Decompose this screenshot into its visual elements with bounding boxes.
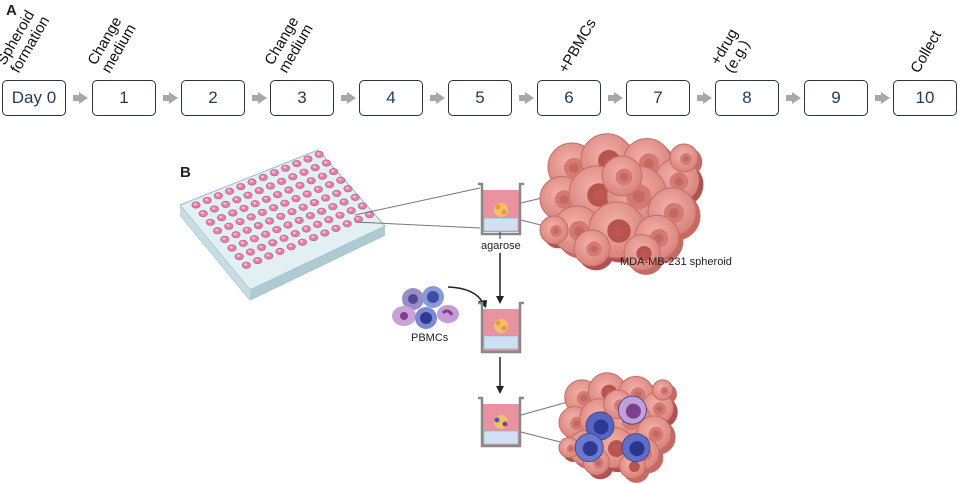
timeline-box-3: 3 xyxy=(270,80,334,116)
timeline-box-0: Day 0 xyxy=(2,80,66,116)
timeline-box-4: 4 xyxy=(359,80,423,116)
pbmcs-label: PBMCs xyxy=(411,332,449,344)
timeline-arrow-1 xyxy=(163,92,178,104)
well-spheroid xyxy=(478,182,524,236)
timeline-box-6: 6 xyxy=(537,80,601,116)
timeline-arrow-2 xyxy=(252,92,267,104)
timeline-arrow-9 xyxy=(875,92,890,104)
timeline-box-9: 9 xyxy=(804,80,868,116)
timeline-arrow-7 xyxy=(697,92,712,104)
timeline-arrow-8 xyxy=(786,92,801,104)
timeline-arrow-3 xyxy=(341,92,356,104)
pbmc-cluster xyxy=(392,286,459,329)
timeline-arrow-5 xyxy=(519,92,534,104)
spheroid-label: MDA-MB-231 spheroid xyxy=(620,256,732,268)
well-plate xyxy=(179,149,386,301)
panel-label-b: B xyxy=(180,164,191,181)
co-culture-spheroid xyxy=(558,372,678,483)
timeline-arrow-0 xyxy=(73,92,88,104)
timeline-box-5: 5 xyxy=(448,80,512,116)
timeline-arrow-4 xyxy=(430,92,445,104)
well-co-culture xyxy=(478,396,524,448)
well-with-pbmcs xyxy=(478,301,524,354)
timeline-arrow-6 xyxy=(608,92,623,104)
timeline-box-7: 7 xyxy=(626,80,690,116)
panel-label-a: A xyxy=(6,2,17,19)
timeline-box-1: 1 xyxy=(92,80,156,116)
timeline-box-10: 10 xyxy=(893,80,957,116)
agarose-label: agarose xyxy=(481,240,521,252)
mda-mb-231-spheroid xyxy=(539,133,704,275)
timeline-box-8: 8 xyxy=(715,80,779,116)
timeline-box-2: 2 xyxy=(181,80,245,116)
